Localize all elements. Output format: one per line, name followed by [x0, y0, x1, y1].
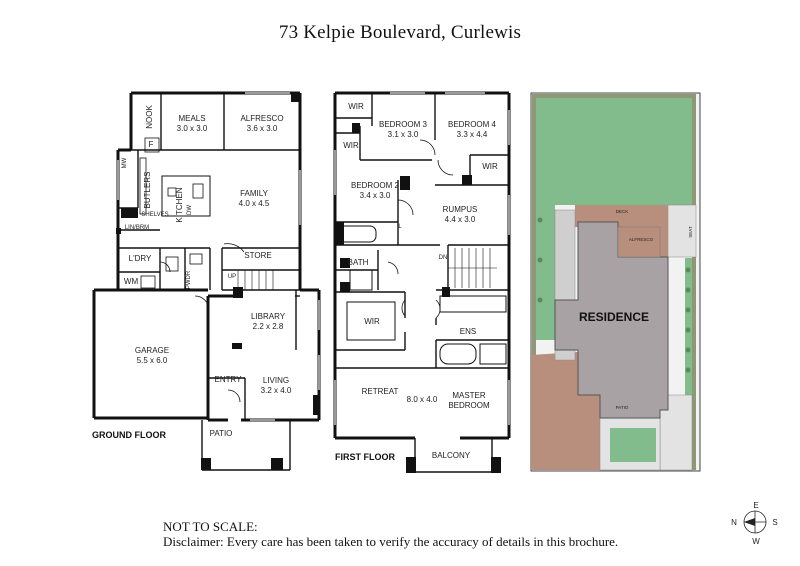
- linen-label: L: [398, 224, 402, 230]
- compass-n-label: N: [731, 518, 737, 527]
- compass-rose: [743, 510, 767, 534]
- room-kitchen-label: KITCHEN: [175, 187, 184, 222]
- room-balcony-label: BALCONY: [432, 451, 471, 460]
- room-patio-label: PATIO: [210, 429, 233, 438]
- room-alfresco-label: ALFRESCO: [240, 114, 283, 123]
- residence-label: RESIDENCE: [579, 310, 649, 324]
- room-entry-label: ENTRY: [215, 375, 243, 384]
- room-laundry-label: L'DRY: [129, 254, 152, 263]
- room-master-size: 8.0 x 4.0: [407, 395, 438, 404]
- not-to-scale-label: NOT TO SCALE:: [163, 519, 258, 534]
- room-wir-1-label: WIR: [348, 102, 364, 111]
- room-bedroom2-size: 3.4 x 3.0: [360, 191, 391, 200]
- compass-s-label: S: [772, 518, 777, 527]
- microwave-label: MW: [122, 157, 128, 168]
- lawn-area: [535, 97, 696, 205]
- room-bedroom2-label: BEDROOM 2: [351, 181, 400, 190]
- room-library-size: 2.2 x 2.8: [253, 322, 284, 331]
- room-library-label: LIBRARY: [251, 312, 286, 321]
- compass-w-label: W: [752, 537, 760, 546]
- disclaimer-block: NOT TO SCALE: Disclaimer: Every care has…: [163, 519, 618, 549]
- room-wir-4-label: WIR: [364, 317, 380, 326]
- room-master-label-1: MASTER: [452, 391, 486, 400]
- room-meals-size: 3.0 x 3.0: [177, 124, 208, 133]
- room-garage-size: 5.5 x 6.0: [137, 356, 168, 365]
- property-address-title: 73 Kelpie Boulevard, Curlewis: [278, 22, 522, 43]
- room-bedroom4-size: 3.3 x 4.4: [457, 130, 488, 139]
- site-plan: [530, 92, 701, 472]
- disclaimer-text: Disclaimer: Every care has been taken to…: [163, 534, 619, 549]
- room-rumpus-size: 4.4 x 3.0: [445, 215, 476, 224]
- stairs-down-label: DN: [439, 255, 448, 261]
- room-family-size: 4.0 x 4.5: [239, 199, 270, 208]
- stairs-up-label: UP: [228, 274, 236, 280]
- site-patio-label: PATIO: [616, 405, 629, 410]
- compass-e-label: E: [753, 501, 758, 510]
- first-floor-label: FIRST FLOOR: [335, 452, 395, 462]
- room-living-label: LIVING: [263, 376, 289, 385]
- shelves-label: SHELVES: [141, 212, 168, 218]
- site-alfresco-label: ALFRESCO: [629, 237, 654, 242]
- room-alfresco-size: 3.6 x 3.0: [247, 124, 278, 133]
- ground-floor-label: GROUND FLOOR: [92, 430, 166, 440]
- room-lin-brm-label: LIN/BRM: [125, 225, 149, 231]
- room-meals-label: MEALS: [178, 114, 205, 123]
- room-wir-3-label: WIR: [482, 162, 498, 171]
- room-store-label: STORE: [244, 251, 271, 260]
- room-living-size: 3.2 x 4.0: [261, 386, 292, 395]
- room-butlers-label: BUTLERS: [143, 172, 152, 209]
- first-floor-plan: [333, 91, 511, 473]
- room-retreat-label: RETREAT: [362, 387, 399, 396]
- room-master-label-2: BEDROOM: [448, 401, 490, 410]
- seat-label: SEAT: [688, 226, 693, 238]
- room-garage-label: GARAGE: [135, 346, 169, 355]
- room-family-label: FAMILY: [240, 189, 269, 198]
- room-powder-label: PWDR: [186, 270, 192, 289]
- dishwasher-label: DW: [187, 205, 193, 215]
- room-bedroom3-label: BEDROOM 3: [379, 120, 428, 129]
- room-rumpus-label: RUMPUS: [443, 205, 478, 214]
- room-bedroom4-label: BEDROOM 4: [448, 120, 497, 129]
- ground-floor-plan: [92, 91, 321, 471]
- room-bath-label: BATH: [348, 258, 369, 267]
- room-bedroom3-size: 3.1 x 3.0: [388, 130, 419, 139]
- room-nook-label: NOOK: [145, 105, 154, 129]
- room-wir-2-label: WIR: [343, 141, 359, 150]
- room-ensuite-label: ENS: [460, 327, 476, 336]
- washing-machine-label: WM: [124, 277, 139, 286]
- fridge-label: F: [149, 140, 154, 149]
- deck-label: DECK: [616, 209, 629, 214]
